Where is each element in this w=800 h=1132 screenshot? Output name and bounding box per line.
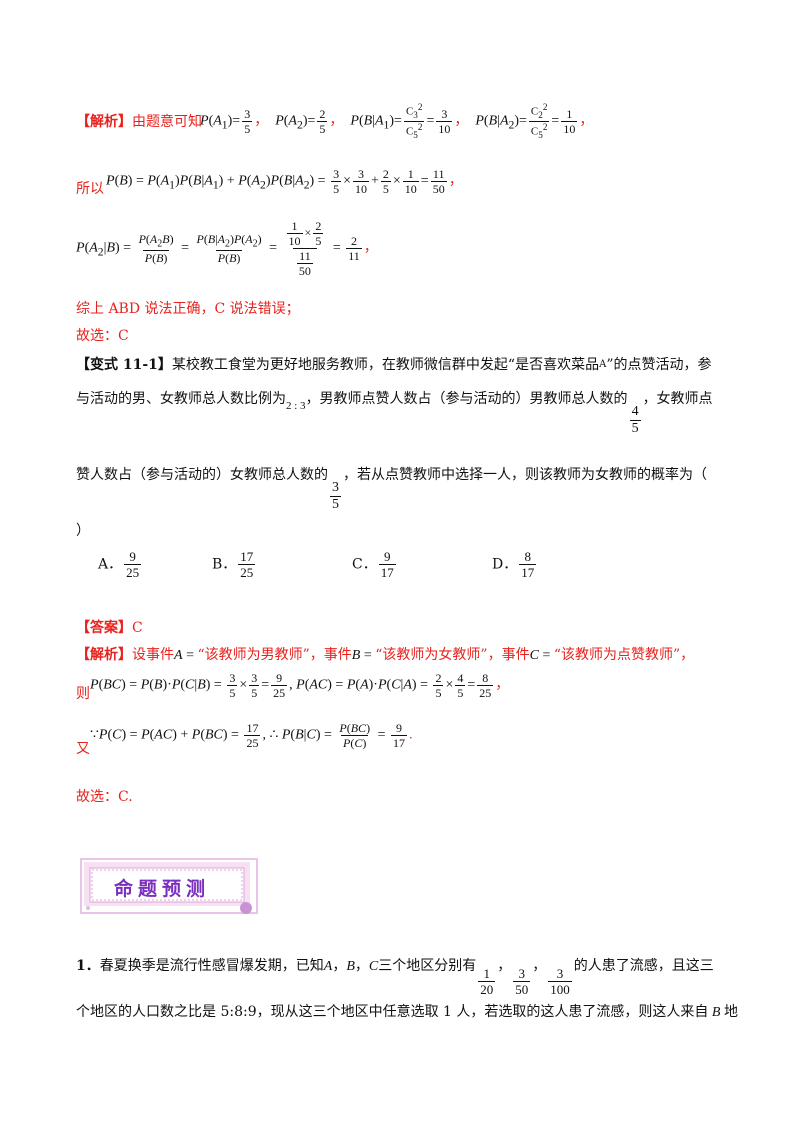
conclusion-text: 综上 ABD 说法正确，C 说法错误； bbox=[76, 301, 300, 317]
item-letter: A bbox=[599, 359, 607, 370]
answer-line: 【答案】C bbox=[76, 619, 143, 637]
variant-line-4: ） bbox=[76, 523, 90, 539]
problem1-line-2: 个地区的人口数之比是 5:8:9，现从这三个地区中任意选取 1 人，若选取的这人… bbox=[76, 1004, 738, 1020]
also-label: 又 bbox=[76, 741, 90, 757]
solution-line-1: 【解析】由题意可知 bbox=[76, 113, 202, 131]
bayes-formula: P(A2|B) = P(A2B)P(B) = P(B|A2)P(A2)P(B) … bbox=[76, 219, 378, 278]
solution2-line-1: 【解析】设事件A = “该教师为男教师”，事件B = “该教师为女教师”，事件C… bbox=[76, 647, 695, 663]
analysis-label: 【解析】 bbox=[76, 114, 132, 130]
ratio: 2 : 3 bbox=[286, 400, 306, 412]
answer-label: 【答案】 bbox=[76, 620, 132, 636]
section-title: 命题预测 bbox=[114, 878, 211, 900]
choice-text: 故选：C bbox=[76, 328, 129, 344]
choice2-text: 故选：C. bbox=[76, 789, 133, 805]
variant-label: 【变式 11-1】 bbox=[76, 357, 172, 373]
solution-so: 所以 bbox=[76, 181, 104, 197]
variant-line-2: 与活动的男、女教师总人数比例为2 : 3，男教师点赞人数占（参与活动的）男教师总… bbox=[76, 391, 713, 436]
problem-number: 1． bbox=[76, 958, 100, 974]
analysis-intro: 由题意可知 bbox=[132, 114, 202, 130]
then-label: 则 bbox=[76, 686, 90, 702]
variant-line-1: 【变式 11-1】某校教工食堂为更好地服务教师，在教师微信群中发起“是否喜欢菜品… bbox=[76, 357, 712, 373]
section-banner: 命题预测 bbox=[78, 856, 260, 916]
answer-value: C bbox=[132, 620, 143, 636]
